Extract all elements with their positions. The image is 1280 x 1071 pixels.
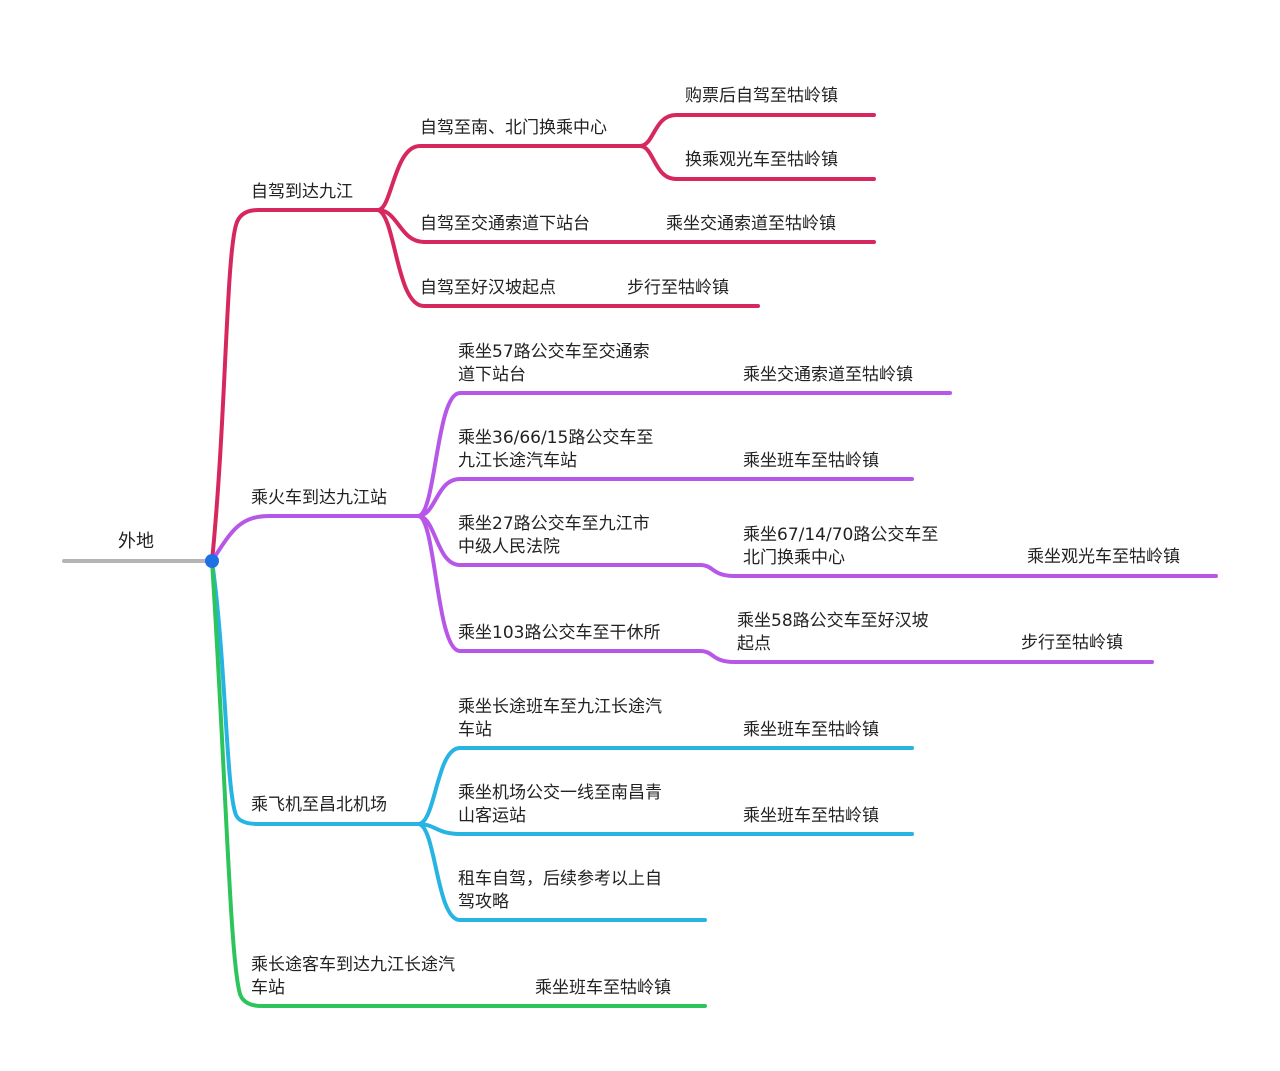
root-label: 外地 [118, 531, 154, 552]
b2-edge-36 [416, 477, 914, 518]
node-airport-bus: 乘坐机场公交一线至南昌青 山客运站 [458, 783, 662, 826]
b1-edge-gate [376, 144, 642, 212]
node-walk: 步行至牯岭镇 [627, 278, 729, 298]
node-drive-cableway: 自驾至交通索道下站台 [420, 214, 590, 234]
node-drive-gate-center: 自驾至南、北门换乘中心 [420, 118, 607, 138]
node-take-cableway: 乘坐交通索道至牯岭镇 [666, 214, 836, 234]
b2-edge-67 [698, 563, 1218, 578]
node-bus-58-walk: 步行至牯岭镇 [1021, 633, 1123, 653]
branch-coach-trunk [210, 559, 707, 1008]
branch-coach-label: 乘长途客车到达九江长途汽 车站 [251, 955, 455, 998]
node-shuttle-bus: 换乘观光车至牯岭镇 [685, 150, 838, 170]
node-long-bus: 乘坐长途班车至九江长途汽 车站 [458, 697, 662, 740]
branch-plane-trunk [210, 559, 420, 826]
b2-edge-103 [416, 514, 702, 653]
node-bus-67-shuttle: 乘坐观光车至牯岭镇 [1027, 547, 1180, 567]
node-bus-57: 乘坐57路公交车至交通索 道下站台 [458, 342, 650, 385]
branch-plane-label: 乘飞机至昌北机场 [251, 795, 387, 815]
node-bus-58: 乘坐58路公交车至好汉坡 起点 [737, 611, 929, 654]
node-bus-36: 乘坐36/66/15路公交车至 九江长途汽车站 [458, 428, 654, 471]
b3-edge-long-bus [416, 746, 914, 826]
b1-edge-shuttle [638, 144, 876, 181]
b2-edge-57 [416, 391, 952, 518]
b3-edge-rent [416, 822, 707, 922]
node-long-bus-coach: 乘坐班车至牯岭镇 [743, 720, 879, 740]
b1-edge-cableway [376, 208, 876, 244]
node-bus-67: 乘坐67/14/70路公交车至 北门换乘中心 [743, 525, 939, 568]
branch-train-trunk [210, 514, 420, 563]
node-bus-57-cableway: 乘坐交通索道至牯岭镇 [743, 365, 913, 385]
branch-self-drive-label: 自驾到达九江 [251, 182, 353, 202]
b2-edge-58 [698, 649, 1154, 664]
branch-self-drive-trunk [210, 208, 380, 563]
node-bus-36-coach: 乘坐班车至牯岭镇 [743, 451, 879, 471]
node-drive-haohanpo: 自驾至好汉坡起点 [420, 278, 556, 298]
node-coach-final: 乘坐班车至牯岭镇 [535, 978, 671, 998]
b1-edge-haohanpo [376, 208, 760, 308]
root-node-dot [205, 554, 219, 568]
b1-edge-buy [638, 113, 876, 148]
node-rent-car: 租车自驾，后续参考以上自 驾攻略 [458, 869, 662, 912]
node-airport-bus-coach: 乘坐班车至牯岭镇 [743, 806, 879, 826]
node-bus-103: 乘坐103路公交车至干休所 [458, 623, 661, 643]
branch-train-label: 乘火车到达九江站 [251, 488, 387, 508]
node-buy-ticket-drive: 购票后自驾至牯岭镇 [685, 86, 838, 106]
node-bus-27: 乘坐27路公交车至九江市 中级人民法院 [458, 514, 650, 557]
